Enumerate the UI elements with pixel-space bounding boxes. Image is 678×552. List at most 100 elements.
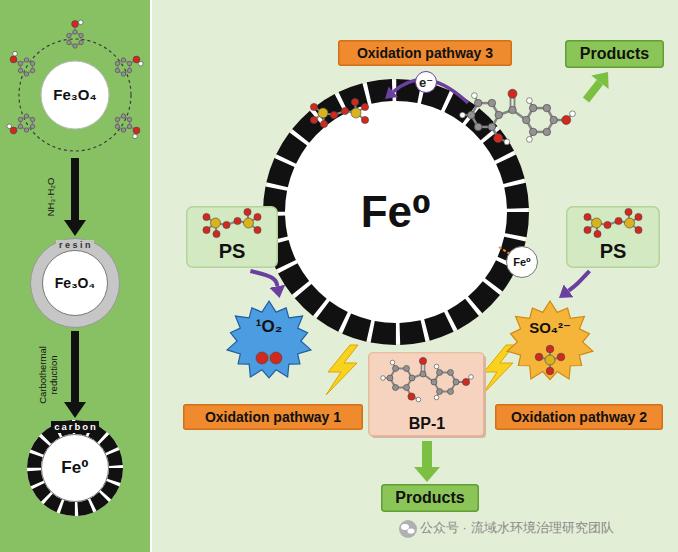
atom xyxy=(523,116,531,124)
atom xyxy=(529,104,537,112)
atom xyxy=(18,117,22,121)
atom xyxy=(495,111,503,119)
atom xyxy=(437,369,443,375)
atom xyxy=(79,33,83,37)
pathway-box: Oxidation pathway 2 xyxy=(495,404,663,430)
atom xyxy=(460,112,466,118)
atom xyxy=(24,114,28,118)
atom xyxy=(244,208,251,215)
atom xyxy=(30,124,34,128)
atom xyxy=(453,379,459,385)
atom xyxy=(594,230,601,237)
atom xyxy=(254,213,261,220)
atom xyxy=(223,221,230,228)
atom xyxy=(127,124,131,128)
node-label: PS xyxy=(219,240,246,263)
atom xyxy=(550,116,558,124)
atom xyxy=(24,72,28,76)
atom xyxy=(73,44,77,48)
atom xyxy=(509,106,517,114)
atom xyxy=(625,218,635,228)
atom xyxy=(474,123,482,131)
atom xyxy=(504,139,510,145)
node-label: Fe⁰ xyxy=(61,458,88,478)
atom xyxy=(546,367,554,375)
atom xyxy=(543,104,551,112)
atom xyxy=(390,360,395,365)
atom xyxy=(562,116,571,125)
atom xyxy=(494,134,503,143)
atom xyxy=(527,137,533,143)
node-label: Oxidation pathway 3 xyxy=(357,45,493,61)
atom xyxy=(545,355,555,365)
atom xyxy=(635,213,642,220)
core-circle xyxy=(507,247,538,278)
atom xyxy=(67,33,71,37)
atom xyxy=(488,99,496,107)
sulfate-radical-burst: SO₄²⁻ xyxy=(505,300,595,384)
core-circle xyxy=(43,251,108,316)
atom xyxy=(462,378,469,385)
atom xyxy=(431,379,437,385)
atom xyxy=(527,98,533,104)
box-shape xyxy=(187,207,278,268)
atom xyxy=(393,385,399,391)
atom xyxy=(529,128,537,136)
atom xyxy=(404,385,410,391)
mechanism-panel xyxy=(152,0,678,552)
lightning-bolt xyxy=(326,345,358,395)
node-outline xyxy=(505,300,595,384)
flow-arrow xyxy=(569,271,590,291)
atom xyxy=(330,111,337,118)
atom xyxy=(469,375,474,380)
atom xyxy=(434,395,439,400)
atom xyxy=(115,117,119,121)
atom xyxy=(72,21,79,28)
atom xyxy=(592,218,602,228)
singlet-oxygen-burst: ¹O₂ xyxy=(225,300,313,382)
node-label: ¹O₂ xyxy=(256,317,282,337)
atom xyxy=(121,58,125,62)
atom xyxy=(30,61,34,65)
node-label: resin xyxy=(56,240,94,251)
atom xyxy=(79,40,83,44)
node-label: BP-1 xyxy=(409,415,445,433)
atom xyxy=(78,20,83,25)
atom xyxy=(13,51,18,56)
atom xyxy=(270,352,282,364)
atom xyxy=(546,345,554,353)
atom xyxy=(437,389,443,395)
pollutant-box: BP-1 xyxy=(368,352,486,438)
carbon-ring xyxy=(34,427,116,509)
node-label: Fe₃O₄ xyxy=(55,275,95,291)
node-outline xyxy=(225,300,313,382)
atom xyxy=(256,352,268,364)
atom xyxy=(584,226,591,233)
atom xyxy=(115,68,119,72)
atom xyxy=(133,127,140,134)
flow-arrow xyxy=(71,158,79,220)
atom xyxy=(387,375,393,381)
persulfate-box: PS xyxy=(566,206,660,268)
persulfate-box: PS xyxy=(186,206,278,268)
node-label: Oxidation pathway 2 xyxy=(511,409,647,425)
pathway-box: Oxidation pathway 3 xyxy=(338,40,512,66)
node-label: Fe₃O₄ xyxy=(53,86,96,103)
flow-arrow xyxy=(71,331,79,402)
magnetite-core: Fe₃O₄ xyxy=(42,250,108,316)
atom xyxy=(203,213,210,220)
atom xyxy=(24,58,28,62)
lightning-bolt xyxy=(482,345,514,395)
atom xyxy=(138,61,143,66)
product-arrow xyxy=(586,82,600,100)
node-label: Fe⁰ xyxy=(361,187,432,238)
atom xyxy=(408,393,415,400)
atom xyxy=(420,371,426,377)
atom xyxy=(213,230,220,237)
node-label: PS xyxy=(600,240,627,263)
synthesis-panel xyxy=(0,0,150,552)
dashed-ring xyxy=(19,39,131,151)
atom xyxy=(133,56,140,63)
atom xyxy=(557,353,565,361)
